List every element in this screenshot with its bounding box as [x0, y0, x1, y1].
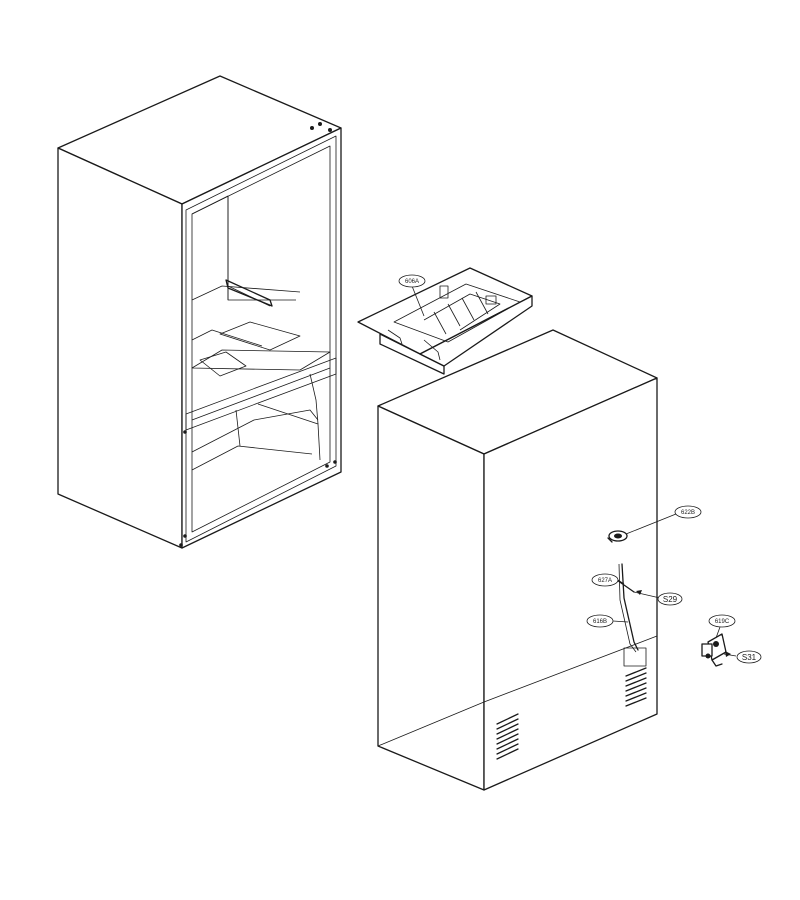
- svg-text:616B: 616B: [593, 619, 607, 625]
- callout-627a: 627A: [591, 573, 625, 587]
- inner-cabinet: [57, 75, 342, 549]
- svg-text:S31: S31: [742, 653, 757, 662]
- ice-assembly-part: [357, 267, 533, 375]
- svg-text:619C: 619C: [715, 619, 730, 625]
- callout-619c: 619C: [708, 614, 736, 639]
- callout-s29: S29: [633, 590, 683, 606]
- outer-cabinet: [377, 329, 658, 791]
- callout-622b: 622B: [625, 505, 702, 535]
- callout-s31: S31: [723, 650, 762, 664]
- water-valve-part: [607, 530, 628, 543]
- callout-606a: 606A: [398, 274, 426, 317]
- callout-616b: 616B: [586, 614, 629, 628]
- vent-grille-left: [496, 713, 519, 760]
- svg-text:627A: 627A: [598, 578, 612, 584]
- svg-text:622B: 622B: [681, 510, 695, 516]
- vent-grille-right: [623, 647, 647, 707]
- svg-text:S29: S29: [663, 595, 678, 604]
- inlet-valve-part: [701, 633, 727, 667]
- svg-text:606A: 606A: [405, 279, 419, 285]
